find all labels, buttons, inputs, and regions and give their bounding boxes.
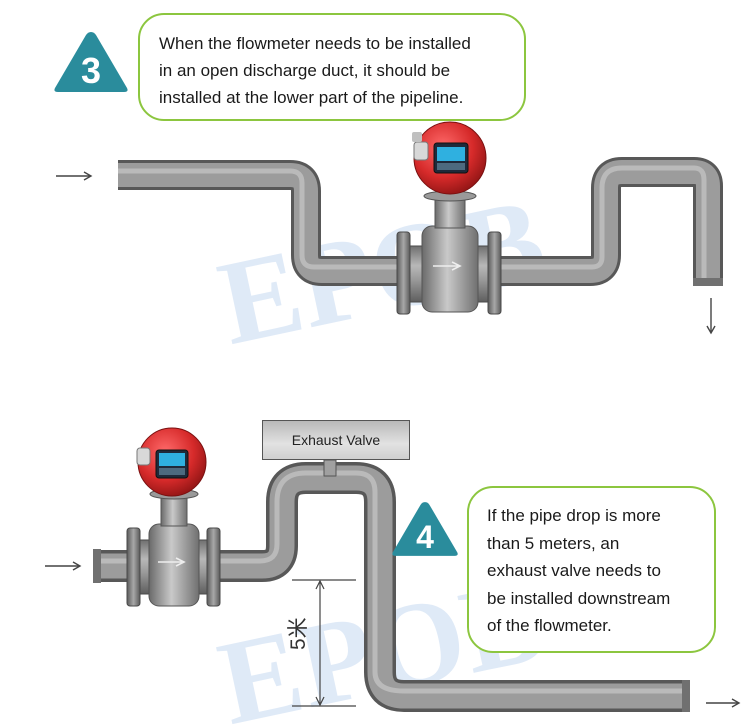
triangle-badge-icon [392,502,458,556]
callout-4-line: of the flowmeter. [487,616,612,635]
callout-3-line: When the flowmeter needs to be installed [159,34,471,53]
callout-4: If the pipe drop is more than 5 meters, … [467,486,716,653]
triangle-badge-icon [54,32,128,92]
step-4-badge: 4 [391,500,459,558]
drop-dimension [292,579,356,707]
flow-arrow-icon [56,171,93,181]
flowmeter-icon [396,121,502,315]
callout-4-line: exhaust valve needs to [487,561,661,580]
callout-4-line: be installed downstream [487,588,671,608]
flow-arrow-icon [45,561,82,571]
callout-4-line: than 5 meters, an [487,533,620,553]
top-pipeline [118,157,723,286]
flowmeter-icon [126,427,221,607]
callout-3-line: in an open discharge duct, it should be [159,61,451,80]
flow-arrow-icon [706,698,741,708]
step-4-number: 4 [416,519,434,555]
exhaust-valve-label: Exhaust Valve [262,420,410,460]
callout-4-line: If the pipe drop is more [487,506,661,525]
callout-3: When the flowmeter needs to be installed… [138,13,526,121]
flow-arrow-icon [706,298,716,335]
bottom-pipeline [93,459,690,712]
step-3-number: 3 [80,50,102,91]
step-3-badge: 3 [53,30,129,94]
callout-3-line: installed at the lower part of the pipel… [159,88,464,107]
drop-height-label: 5米 [287,617,310,650]
